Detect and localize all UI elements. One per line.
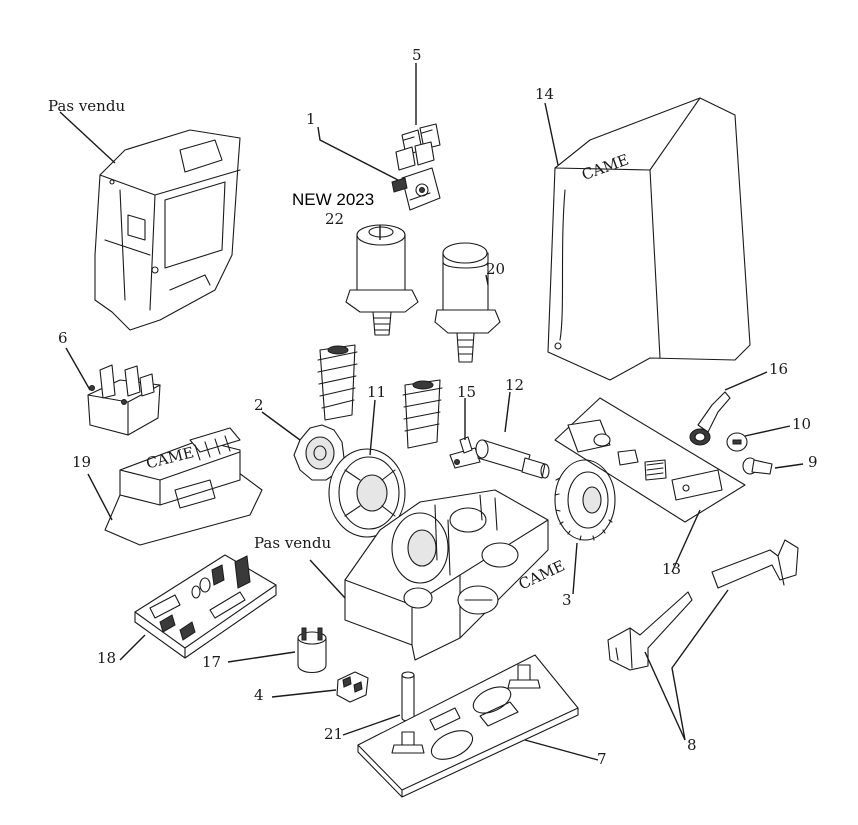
release-shaft-part [475, 439, 550, 479]
gear-wheel-11-part [328, 448, 406, 538]
label-7: 7 [597, 750, 607, 768]
label-3: 3 [562, 591, 572, 609]
label-12: 12 [505, 376, 524, 394]
label-8: 8 [687, 736, 697, 754]
pinion-gear-part [293, 424, 345, 481]
board-cover-part: CAME [104, 427, 263, 546]
label-10: 10 [792, 415, 811, 433]
cover-housing-part: CAME [547, 97, 751, 381]
label-14: 14 [535, 85, 554, 103]
label-13: 13 [662, 560, 681, 578]
worm-screw-right-part [402, 379, 443, 449]
label-9: 9 [808, 453, 818, 471]
label-2: 2 [254, 396, 264, 414]
label-15: 15 [457, 383, 476, 401]
cylindrical-connector-part [297, 627, 327, 674]
label-6: 6 [58, 329, 68, 347]
leader-lines [59, 63, 804, 761]
rack-bracket-lower-part [607, 591, 693, 671]
base-plate-part [357, 654, 579, 798]
transformer-part [87, 364, 161, 436]
terminal-connectors-part [395, 123, 441, 171]
release-lever-part [449, 436, 481, 469]
release-kit-panel-part [554, 397, 746, 523]
motor-22-part [345, 224, 419, 336]
label-19: 19 [72, 453, 91, 471]
new-2023-tag: NEW 2023 [292, 190, 374, 209]
terminal-block-part [336, 671, 369, 703]
release-knob-part [689, 391, 731, 446]
motor-20-part [434, 242, 501, 363]
label-21: 21 [324, 725, 343, 743]
label-4: 4 [254, 686, 264, 704]
label-18: 18 [97, 649, 116, 667]
gearbox-housing-part: CAME [344, 489, 567, 661]
label-22: 22 [325, 210, 344, 228]
label-11: 11 [367, 383, 386, 401]
label-17: 17 [202, 653, 221, 671]
callout-labels: 5 1 14 22 20 6 2 11 15 12 16 10 9 19 13 … [58, 46, 818, 768]
worm-screw-left-part [317, 344, 358, 421]
rack-bracket-upper-part [711, 539, 799, 589]
key-part [742, 457, 773, 475]
gear-wheel-3-part [554, 459, 616, 541]
anchor-bolt-part [401, 671, 415, 722]
not-sold-note-mid: Pas vendu [254, 534, 331, 552]
label-5: 5 [412, 46, 422, 64]
lock-cylinder-part [726, 432, 748, 452]
not-sold-note-top: Pas vendu [48, 97, 125, 115]
limit-switch-part [391, 167, 441, 211]
frame-bracket-part [94, 129, 241, 331]
control-board-part [134, 554, 277, 659]
label-1: 1 [306, 110, 316, 128]
label-20: 20 [486, 260, 505, 278]
label-16: 16 [769, 360, 788, 378]
